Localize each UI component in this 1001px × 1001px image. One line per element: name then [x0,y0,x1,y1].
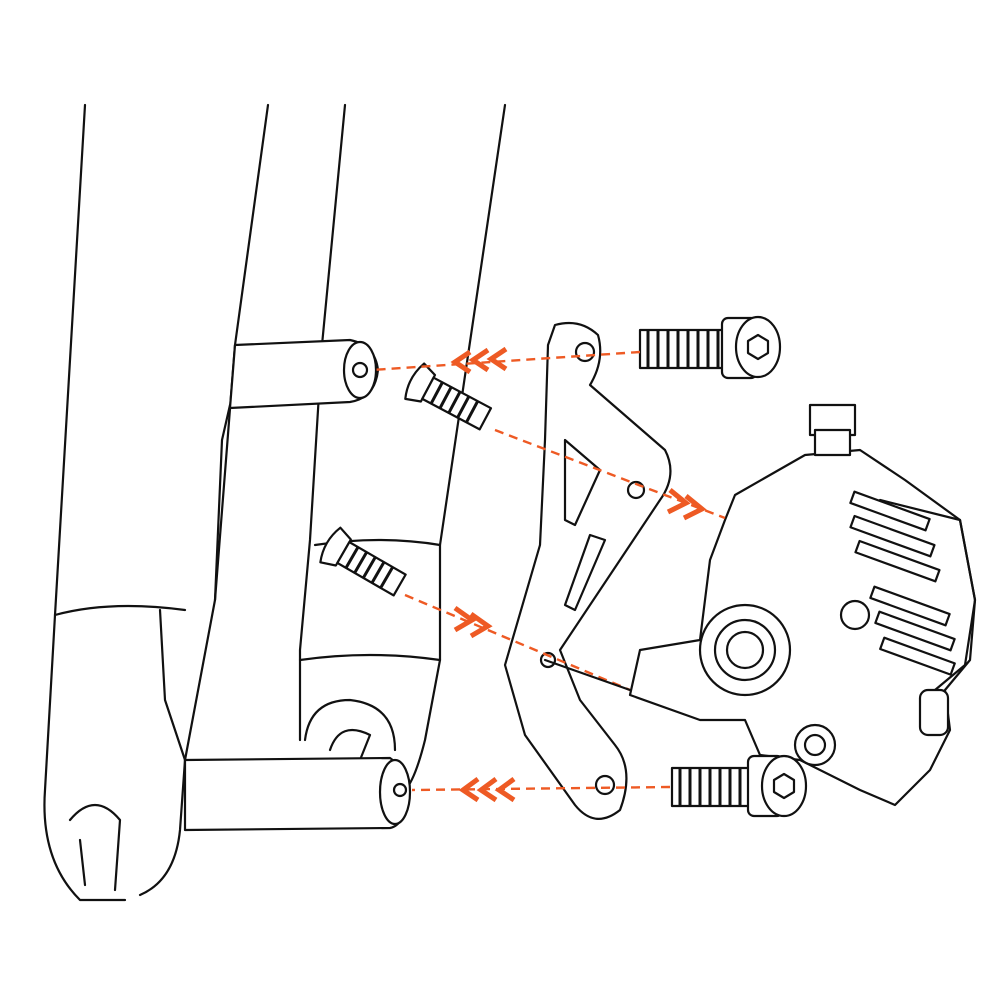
adapter-cutout-lower [563,533,607,612]
fork-right-leg-outer [298,103,347,742]
chevron-left-icon [450,346,508,375]
fork-right-leg-inner [403,103,507,792]
fork-left-leg-inner [138,103,270,897]
fork-crown-arm [213,403,232,602]
upper-fork-mount [228,338,380,410]
fork-lower-band [53,604,187,617]
upper-adapter-bolt [404,362,493,431]
brake-adapter [503,321,672,820]
caliper-cooling-fins [849,490,956,676]
caliper-pad-tab [918,688,950,737]
brake-caliper [628,403,977,807]
caliper-banjo [839,599,871,631]
fork-left-leg-outer [43,103,127,902]
adapter-hole-bottom [594,774,616,796]
chevron-right-icon [453,605,493,639]
adapter-hole-top [574,341,596,363]
arrow-upper-right [494,428,726,521]
chevron-left-icon [458,776,516,803]
arrow-upper-left [371,346,641,375]
fork [43,103,507,902]
fork-left-dropout [68,804,122,892]
fork-right-dropout [303,698,397,762]
hex-socket-icon [746,333,770,361]
lower-fork-mount [183,756,412,832]
caliper-lower-bolt-hole [793,723,837,767]
chevron-right-icon [666,488,707,521]
fork-lower-band-2 [158,608,187,762]
adapter-hole-low [539,651,557,669]
adapter-hole-mid [626,480,646,500]
lower-caliper-bolt [670,754,808,818]
adapter-cutout-upper [563,438,602,527]
lower-adapter-bolt [319,526,407,597]
arrow-lower-right [404,593,632,692]
hex-socket-icon [772,772,796,800]
caliper-piston [698,603,792,697]
arrow-lower-left [411,776,671,803]
upper-caliper-bolt [638,315,782,380]
